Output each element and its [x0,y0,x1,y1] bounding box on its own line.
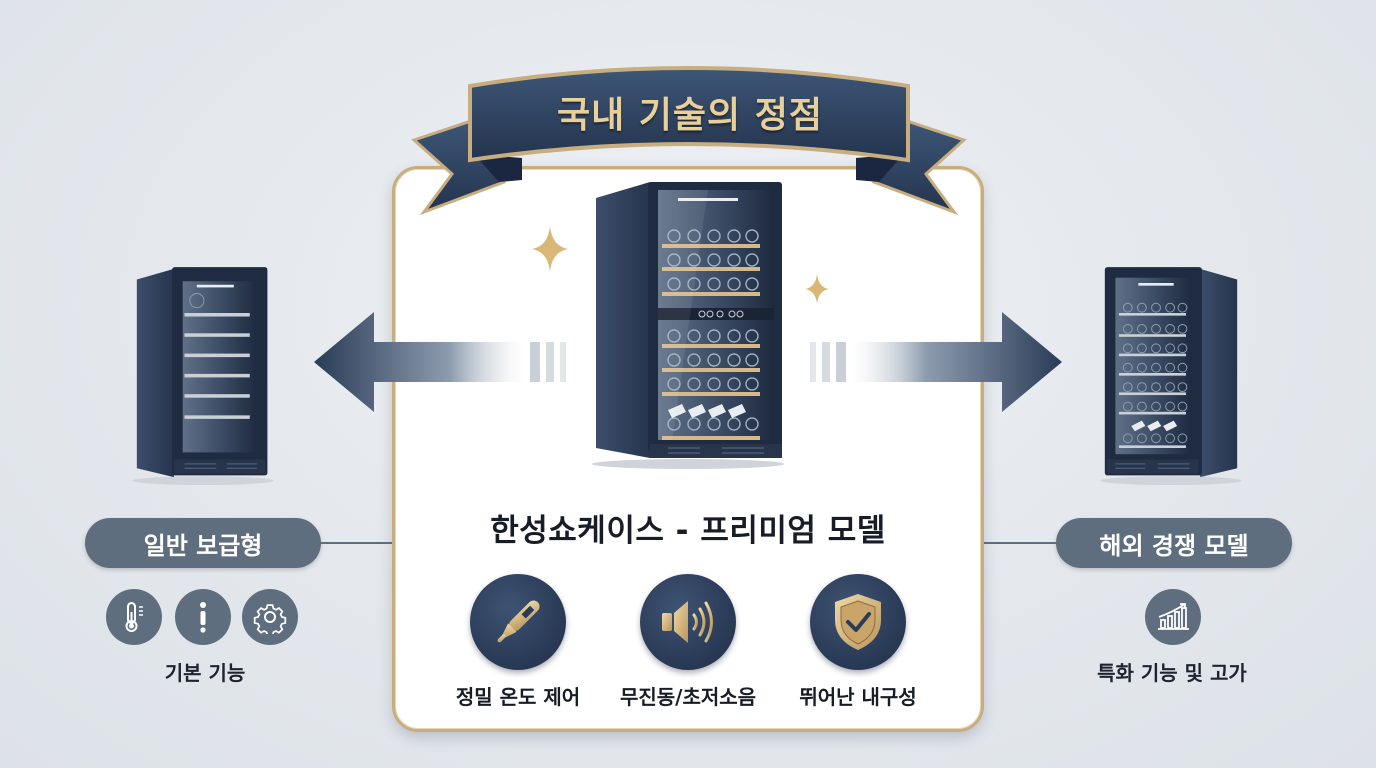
product-title: 한성쇼케이스 - 프리미엄 모델 [490,513,886,549]
basic-caption: 기본 기능 [164,661,246,685]
premium-wine-fridge [592,182,784,469]
growth-chart-icon [1145,589,1201,645]
sparkle-icon [805,274,829,304]
ribbon-banner [411,66,967,216]
overseas-wine-fridge [1100,267,1242,486]
gear-icon [242,589,298,645]
connector-line-left [320,542,392,544]
banner-title: 국내 기술의 정점 [557,95,823,136]
sparkle-icon [532,226,568,272]
category-overseas-pill: 해외 경쟁 모델 [1056,518,1292,568]
thermometer-icon [106,589,162,645]
category-basic-pill: 일반 보급형 [85,518,321,568]
arrow-left-icon [314,312,566,412]
feature-label-durability: 뛰어난 내구성 [799,685,917,709]
feature-shield-check-icon [810,574,906,670]
feature-label-temperature: 정밀 온도 제어 [455,685,581,709]
feature-label-noise: 무진동/초저소음 [619,685,757,709]
feature-speaker-icon [640,574,736,670]
arrow-right-icon [810,312,1062,412]
info-icon [175,589,231,645]
connector-line-right [984,542,1058,544]
overseas-caption: 특화 기능 및 고가 [1097,661,1247,685]
basic-wine-fridge [132,267,274,486]
feature-thermometer-icon [470,574,566,670]
